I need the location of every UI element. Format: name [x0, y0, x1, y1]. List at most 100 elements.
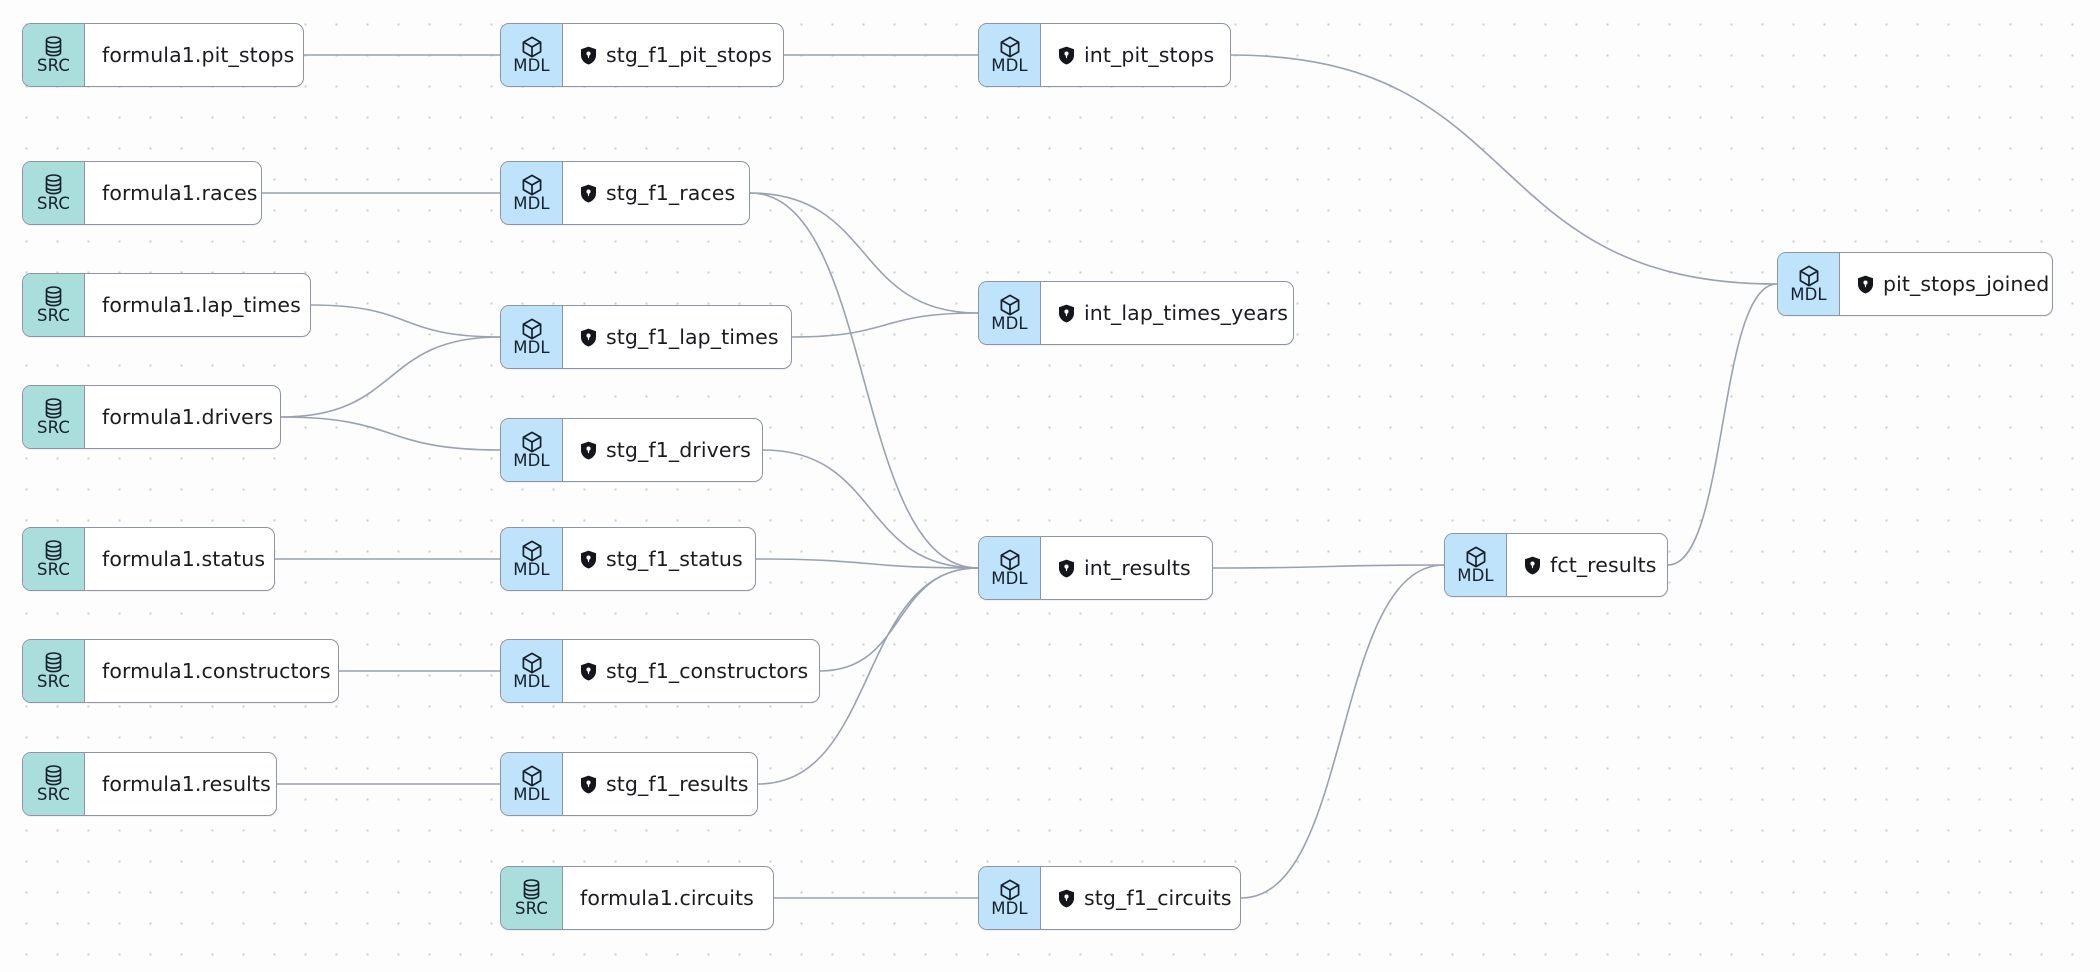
lineage-edge-stg_races-to-int_results	[749, 192, 979, 569]
lineage-node-stg_lap_times[interactable]: MDL stg_f1_lap_times	[500, 305, 792, 369]
node-body: formula1.results	[85, 753, 276, 815]
badge-label: MDL	[513, 55, 550, 75]
node-body: int_lap_times_years	[1041, 282, 1293, 344]
badge-label: MDL	[513, 337, 550, 357]
lineage-node-stg_circuits[interactable]: MDL stg_f1_circuits	[978, 866, 1241, 930]
cube-icon	[1798, 265, 1820, 287]
database-icon	[44, 651, 63, 673]
node-body: stg_f1_results	[563, 753, 757, 815]
shield-icon	[580, 775, 597, 794]
cube-icon	[999, 36, 1021, 58]
shield-icon	[580, 328, 597, 347]
database-icon	[522, 878, 541, 900]
database-icon	[44, 764, 63, 786]
badge-label: SRC	[37, 671, 70, 691]
lineage-node-stg_pit_stops[interactable]: MDL stg_f1_pit_stops	[500, 23, 784, 87]
cube-icon	[1465, 546, 1487, 568]
node-label: stg_f1_drivers	[606, 438, 751, 462]
source-badge: SRC	[23, 386, 85, 448]
shield-icon	[1058, 559, 1075, 578]
source-badge: SRC	[23, 640, 85, 702]
lineage-node-int_lap_times_years[interactable]: MDL int_lap_times_years	[978, 281, 1294, 345]
lineage-edge-stg_status-to-int_results	[755, 558, 979, 569]
lineage-edge-int_results-to-fct_results	[1212, 564, 1445, 569]
badge-label: MDL	[991, 313, 1028, 333]
lineage-node-int_pit_stops[interactable]: MDL int_pit_stops	[978, 23, 1231, 87]
node-body: stg_f1_constructors	[563, 640, 819, 702]
lineage-node-src_circuits[interactable]: SRC formula1.circuits	[500, 866, 774, 930]
model-badge: MDL	[979, 867, 1041, 929]
cube-icon	[521, 765, 543, 787]
node-body: stg_f1_drivers	[563, 419, 762, 481]
node-label: formula1.status	[102, 547, 266, 571]
shield-icon	[580, 46, 597, 65]
node-label: stg_f1_lap_times	[606, 325, 779, 349]
node-body: int_pit_stops	[1041, 24, 1230, 86]
model-badge: MDL	[501, 640, 563, 702]
node-label: stg_f1_pit_stops	[606, 43, 773, 67]
shield-icon	[1058, 889, 1075, 908]
node-label: fct_results	[1550, 553, 1657, 577]
badge-label: SRC	[515, 898, 548, 918]
node-body: stg_f1_lap_times	[563, 306, 791, 368]
badge-label: MDL	[991, 898, 1028, 918]
lineage-edge-src_drivers-to-stg_drivers	[280, 416, 501, 451]
node-body: formula1.status	[85, 528, 274, 590]
cube-icon	[999, 879, 1021, 901]
source-badge: SRC	[23, 274, 85, 336]
node-label: formula1.pit_stops	[102, 43, 295, 67]
model-badge: MDL	[979, 24, 1041, 86]
source-badge: SRC	[23, 528, 85, 590]
node-body: formula1.pit_stops	[85, 24, 303, 86]
database-icon	[44, 397, 63, 419]
node-label: stg_f1_status	[606, 547, 743, 571]
lineage-node-src_pit_stops[interactable]: SRC formula1.pit_stops	[22, 23, 304, 87]
lineage-edge-int_pit_stops-to-pit_stops_joined	[1230, 54, 1778, 285]
model-badge: MDL	[501, 306, 563, 368]
node-body: stg_f1_pit_stops	[563, 24, 783, 86]
lineage-edge-stg_constructors-to-int_results	[819, 567, 979, 672]
node-label: formula1.races	[102, 181, 258, 205]
node-label: formula1.results	[102, 772, 271, 796]
cube-icon	[521, 431, 543, 453]
lineage-edge-stg_races-to-int_lap_times_years	[749, 192, 979, 314]
badge-label: SRC	[37, 193, 70, 213]
node-label: stg_f1_circuits	[1084, 886, 1232, 910]
cube-icon	[999, 294, 1021, 316]
node-body: stg_f1_status	[563, 528, 755, 590]
node-body: formula1.drivers	[85, 386, 280, 448]
database-icon	[44, 173, 63, 195]
shield-icon	[580, 441, 597, 460]
node-body: stg_f1_races	[563, 162, 749, 224]
lineage-node-pit_stops_joined[interactable]: MDL pit_stops_joined	[1777, 252, 2053, 316]
cube-icon	[521, 36, 543, 58]
lineage-node-src_races[interactable]: SRC formula1.races	[22, 161, 262, 225]
database-icon	[44, 539, 63, 561]
shield-icon	[1058, 304, 1075, 323]
node-body: pit_stops_joined	[1840, 253, 2052, 315]
badge-label: SRC	[37, 559, 70, 579]
node-body: stg_f1_circuits	[1041, 867, 1240, 929]
cube-icon	[521, 174, 543, 196]
node-label: int_pit_stops	[1084, 43, 1215, 67]
badge-label: SRC	[37, 55, 70, 75]
lineage-edge-fct_results-to-pit_stops_joined	[1667, 283, 1778, 566]
node-label: stg_f1_races	[606, 181, 736, 205]
source-badge: SRC	[23, 24, 85, 86]
node-label: formula1.circuits	[580, 886, 754, 910]
lineage-node-src_status[interactable]: SRC formula1.status	[22, 527, 275, 591]
shield-icon	[580, 184, 597, 203]
badge-label: MDL	[1790, 284, 1827, 304]
